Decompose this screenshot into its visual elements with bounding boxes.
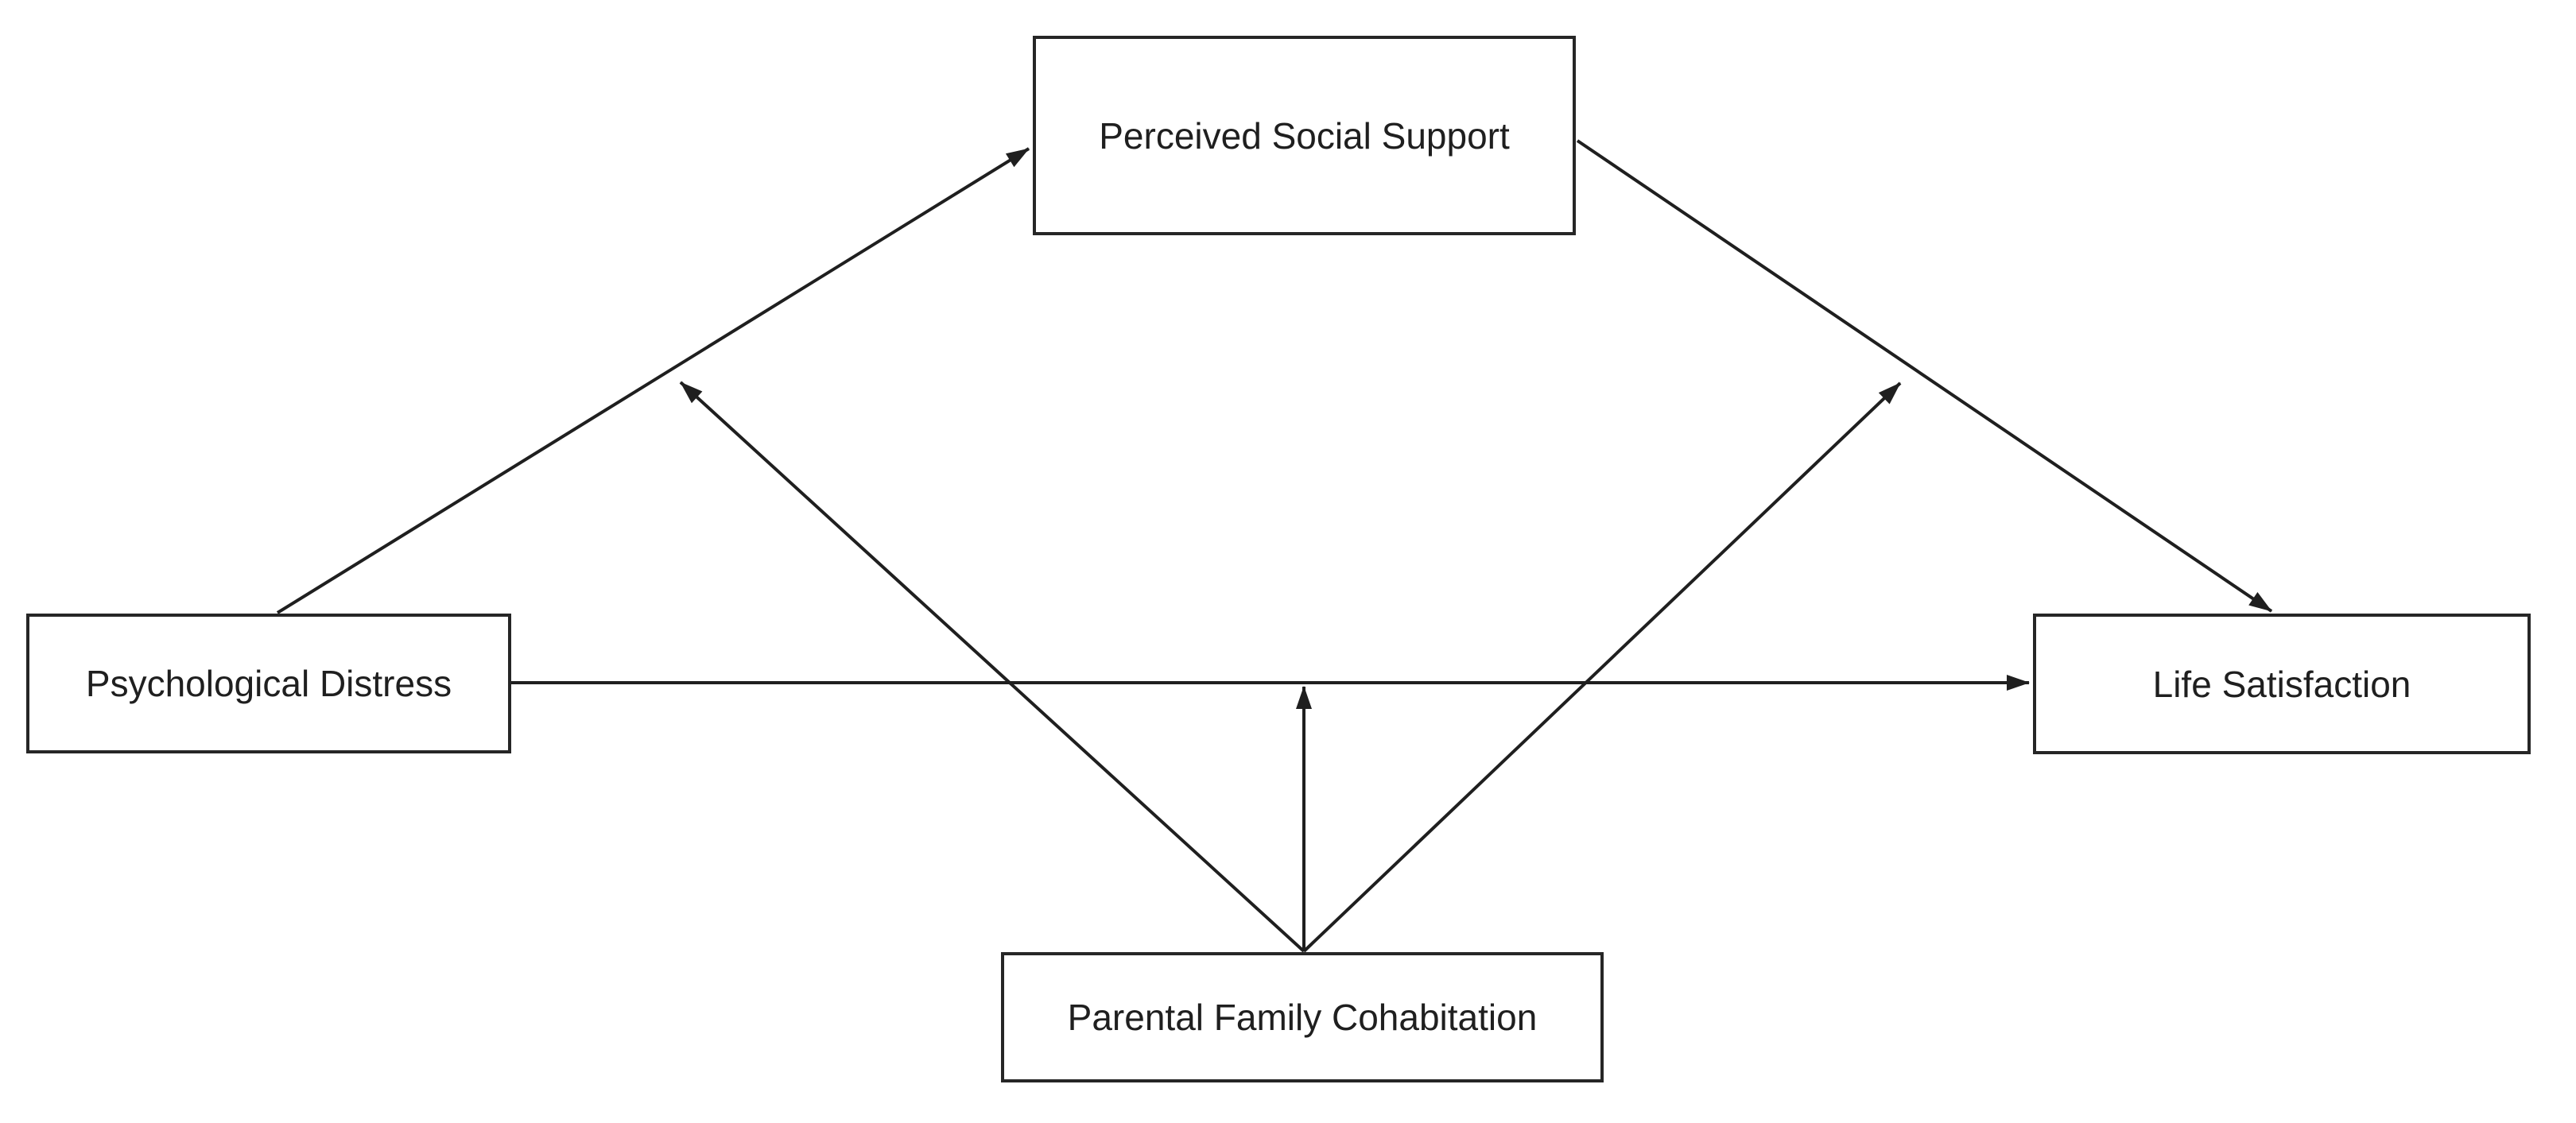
arrow-support-to-satisfaction — [1576, 139, 2273, 613]
node-label-psychological-distress: Psychological Distress — [85, 663, 452, 704]
node-parental-family-cohabitation: Parental Family Cohabitation — [1001, 952, 1604, 1082]
moderation-arrow-on-left-path — [679, 381, 1305, 953]
node-perceived-social-support: Perceived Social Support — [1033, 36, 1576, 235]
node-label-life-satisfaction: Life Satisfaction — [2152, 663, 2411, 705]
node-label-parental-family-cohabitation: Parental Family Cohabitation — [1067, 997, 1538, 1038]
node-label-perceived-social-support: Perceived Social Support — [1099, 114, 1510, 157]
moderation-arrow-on-right-path — [1302, 381, 1902, 953]
node-life-satisfaction: Life Satisfaction — [2033, 614, 2531, 754]
node-psychological-distress: Psychological Distress — [26, 614, 511, 753]
arrow-distress-to-support — [276, 147, 1030, 614]
